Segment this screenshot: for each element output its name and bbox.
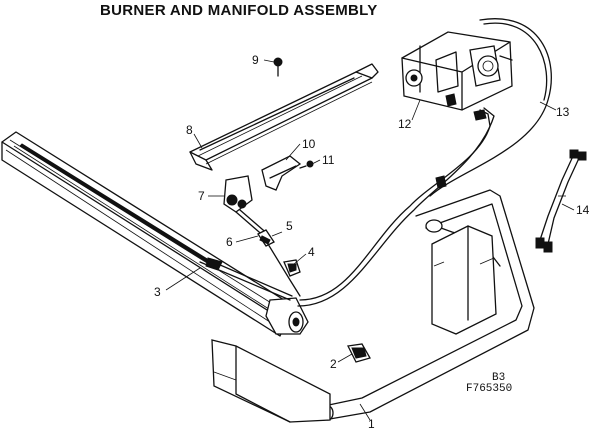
callout-14: 14: [576, 203, 590, 217]
pilot-bracket: [189, 63, 379, 171]
section-code: B3: [492, 372, 506, 384]
callout-8: 8: [186, 123, 193, 137]
callout-labels: 1 2 3 4 5 6 7 8 9 10 11 12 13 14: [154, 53, 590, 431]
screw: [273, 57, 283, 77]
orifice-fitting: [347, 343, 371, 363]
callout-10: 10: [302, 137, 316, 151]
pilot-fitting: [257, 229, 301, 297]
callout-1: 1: [368, 417, 375, 431]
callout-6: 6: [226, 235, 233, 249]
pilot-assembly: [223, 175, 271, 239]
callout-5: 5: [286, 219, 293, 233]
leader-lines: [165, 59, 575, 421]
small-screw: [299, 160, 314, 169]
callout-7: 7: [198, 189, 205, 203]
control-tubing: [297, 18, 552, 307]
callout-12: 12: [398, 117, 412, 131]
bracket-clip: [261, 155, 302, 191]
callout-3: 3: [154, 285, 161, 299]
callout-4: 4: [308, 245, 315, 259]
burner-tube: [1, 131, 309, 337]
wiring-harness: [535, 149, 587, 253]
callout-11: 11: [322, 153, 335, 167]
compression-nut: [283, 259, 301, 277]
callout-9: 9: [252, 53, 259, 67]
figure-code: F765350: [466, 383, 513, 395]
diagram-title: BURNER AND MANIFOLD ASSEMBLY: [100, 2, 378, 19]
callout-13: 13: [556, 105, 570, 119]
manifold-frame: [211, 189, 535, 423]
gas-valve: [401, 31, 513, 111]
callout-2: 2: [330, 357, 337, 371]
